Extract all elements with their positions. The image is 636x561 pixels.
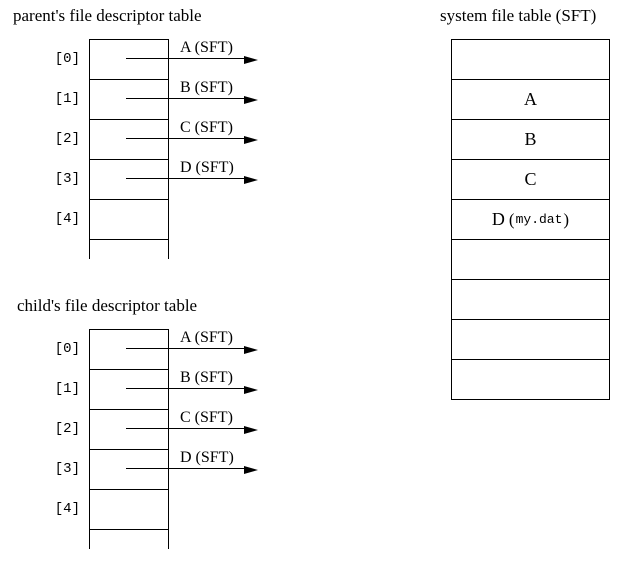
child-fd-table bbox=[89, 329, 169, 549]
sft-cell-3: C bbox=[452, 159, 609, 199]
right-arrow-icon bbox=[244, 426, 258, 434]
sft-entry-letter: D bbox=[491, 209, 505, 229]
sft-cell-1: A bbox=[452, 79, 609, 119]
fd-table-open-end bbox=[90, 529, 168, 549]
right-arrow-icon bbox=[244, 136, 258, 144]
right-arrow-icon bbox=[244, 56, 258, 64]
fd-index-label-2: [2] bbox=[54, 421, 80, 437]
sft-file-name: my.dat bbox=[515, 212, 563, 227]
fd-index-label-4: [4] bbox=[54, 211, 80, 227]
fd-cell-2 bbox=[90, 409, 168, 449]
fd-index-label-3: [3] bbox=[54, 461, 80, 477]
sft-cell-5 bbox=[452, 239, 609, 279]
arrow-label-3: D (SFT) bbox=[180, 449, 234, 466]
right-arrow-icon bbox=[244, 466, 258, 474]
child-table-title: child's file descriptor table bbox=[17, 296, 198, 315]
sft-cell-4: D(my.dat) bbox=[452, 199, 609, 239]
sft-cell-2: B bbox=[452, 119, 609, 159]
fd-cell-2 bbox=[90, 119, 168, 159]
sft-table: A B C D(my.dat) bbox=[451, 39, 610, 400]
fd-cell-4 bbox=[90, 489, 168, 529]
pointer-arrow-line-1 bbox=[126, 98, 245, 99]
fd-cell-1 bbox=[90, 79, 168, 119]
arrow-label-0: A (SFT) bbox=[180, 39, 233, 56]
fd-index-label-1: [1] bbox=[54, 91, 80, 107]
pointer-arrow-line-3 bbox=[126, 178, 245, 179]
arrow-label-1: B (SFT) bbox=[180, 79, 233, 96]
parent-fd-table bbox=[89, 39, 169, 259]
sft-file-paren-open: ( bbox=[508, 209, 515, 229]
fd-index-label-0: [0] bbox=[54, 341, 80, 357]
sft-cell-6 bbox=[452, 279, 609, 319]
fd-index-label-1: [1] bbox=[54, 381, 80, 397]
sft-cell-0 bbox=[452, 39, 609, 79]
fd-table-open-end bbox=[90, 239, 168, 259]
arrow-label-0: A (SFT) bbox=[180, 329, 233, 346]
sft-cell-7 bbox=[452, 319, 609, 359]
right-arrow-icon bbox=[244, 96, 258, 104]
child-fd-section: child's file descriptor table [0] [1] [2… bbox=[0, 290, 460, 561]
fd-index-label-3: [3] bbox=[54, 171, 80, 187]
fd-cell-0 bbox=[90, 39, 168, 79]
fd-cell-1 bbox=[90, 369, 168, 409]
pointer-arrow-line-3 bbox=[126, 468, 245, 469]
arrow-label-2: C (SFT) bbox=[180, 409, 233, 426]
right-arrow-icon bbox=[244, 176, 258, 184]
pointer-arrow-line-2 bbox=[126, 428, 245, 429]
pointer-arrow-line-0 bbox=[126, 58, 245, 59]
right-arrow-icon bbox=[244, 386, 258, 394]
pointer-arrow-line-0 bbox=[126, 348, 245, 349]
fd-index-label-0: [0] bbox=[54, 51, 80, 67]
fd-cell-4 bbox=[90, 199, 168, 239]
arrow-label-3: D (SFT) bbox=[180, 159, 234, 176]
pointer-arrow-line-1 bbox=[126, 388, 245, 389]
sft-title: system file table (SFT) bbox=[440, 6, 597, 25]
arrow-label-2: C (SFT) bbox=[180, 119, 233, 136]
fd-cell-3 bbox=[90, 159, 168, 199]
parent-table-title: parent's file descriptor table bbox=[13, 6, 202, 25]
sft-file-paren-close: ) bbox=[563, 209, 570, 229]
fd-index-label-4: [4] bbox=[54, 501, 80, 517]
pointer-arrow-line-2 bbox=[126, 138, 245, 139]
sft-section: system file table (SFT) A B C D(my.dat) bbox=[420, 0, 636, 420]
fd-index-label-2: [2] bbox=[54, 131, 80, 147]
sft-cell-8 bbox=[452, 359, 609, 399]
arrow-label-1: B (SFT) bbox=[180, 369, 233, 386]
parent-fd-section: parent's file descriptor table [0] [1] [… bbox=[0, 0, 460, 290]
right-arrow-icon bbox=[244, 346, 258, 354]
fd-cell-0 bbox=[90, 329, 168, 369]
fd-cell-3 bbox=[90, 449, 168, 489]
